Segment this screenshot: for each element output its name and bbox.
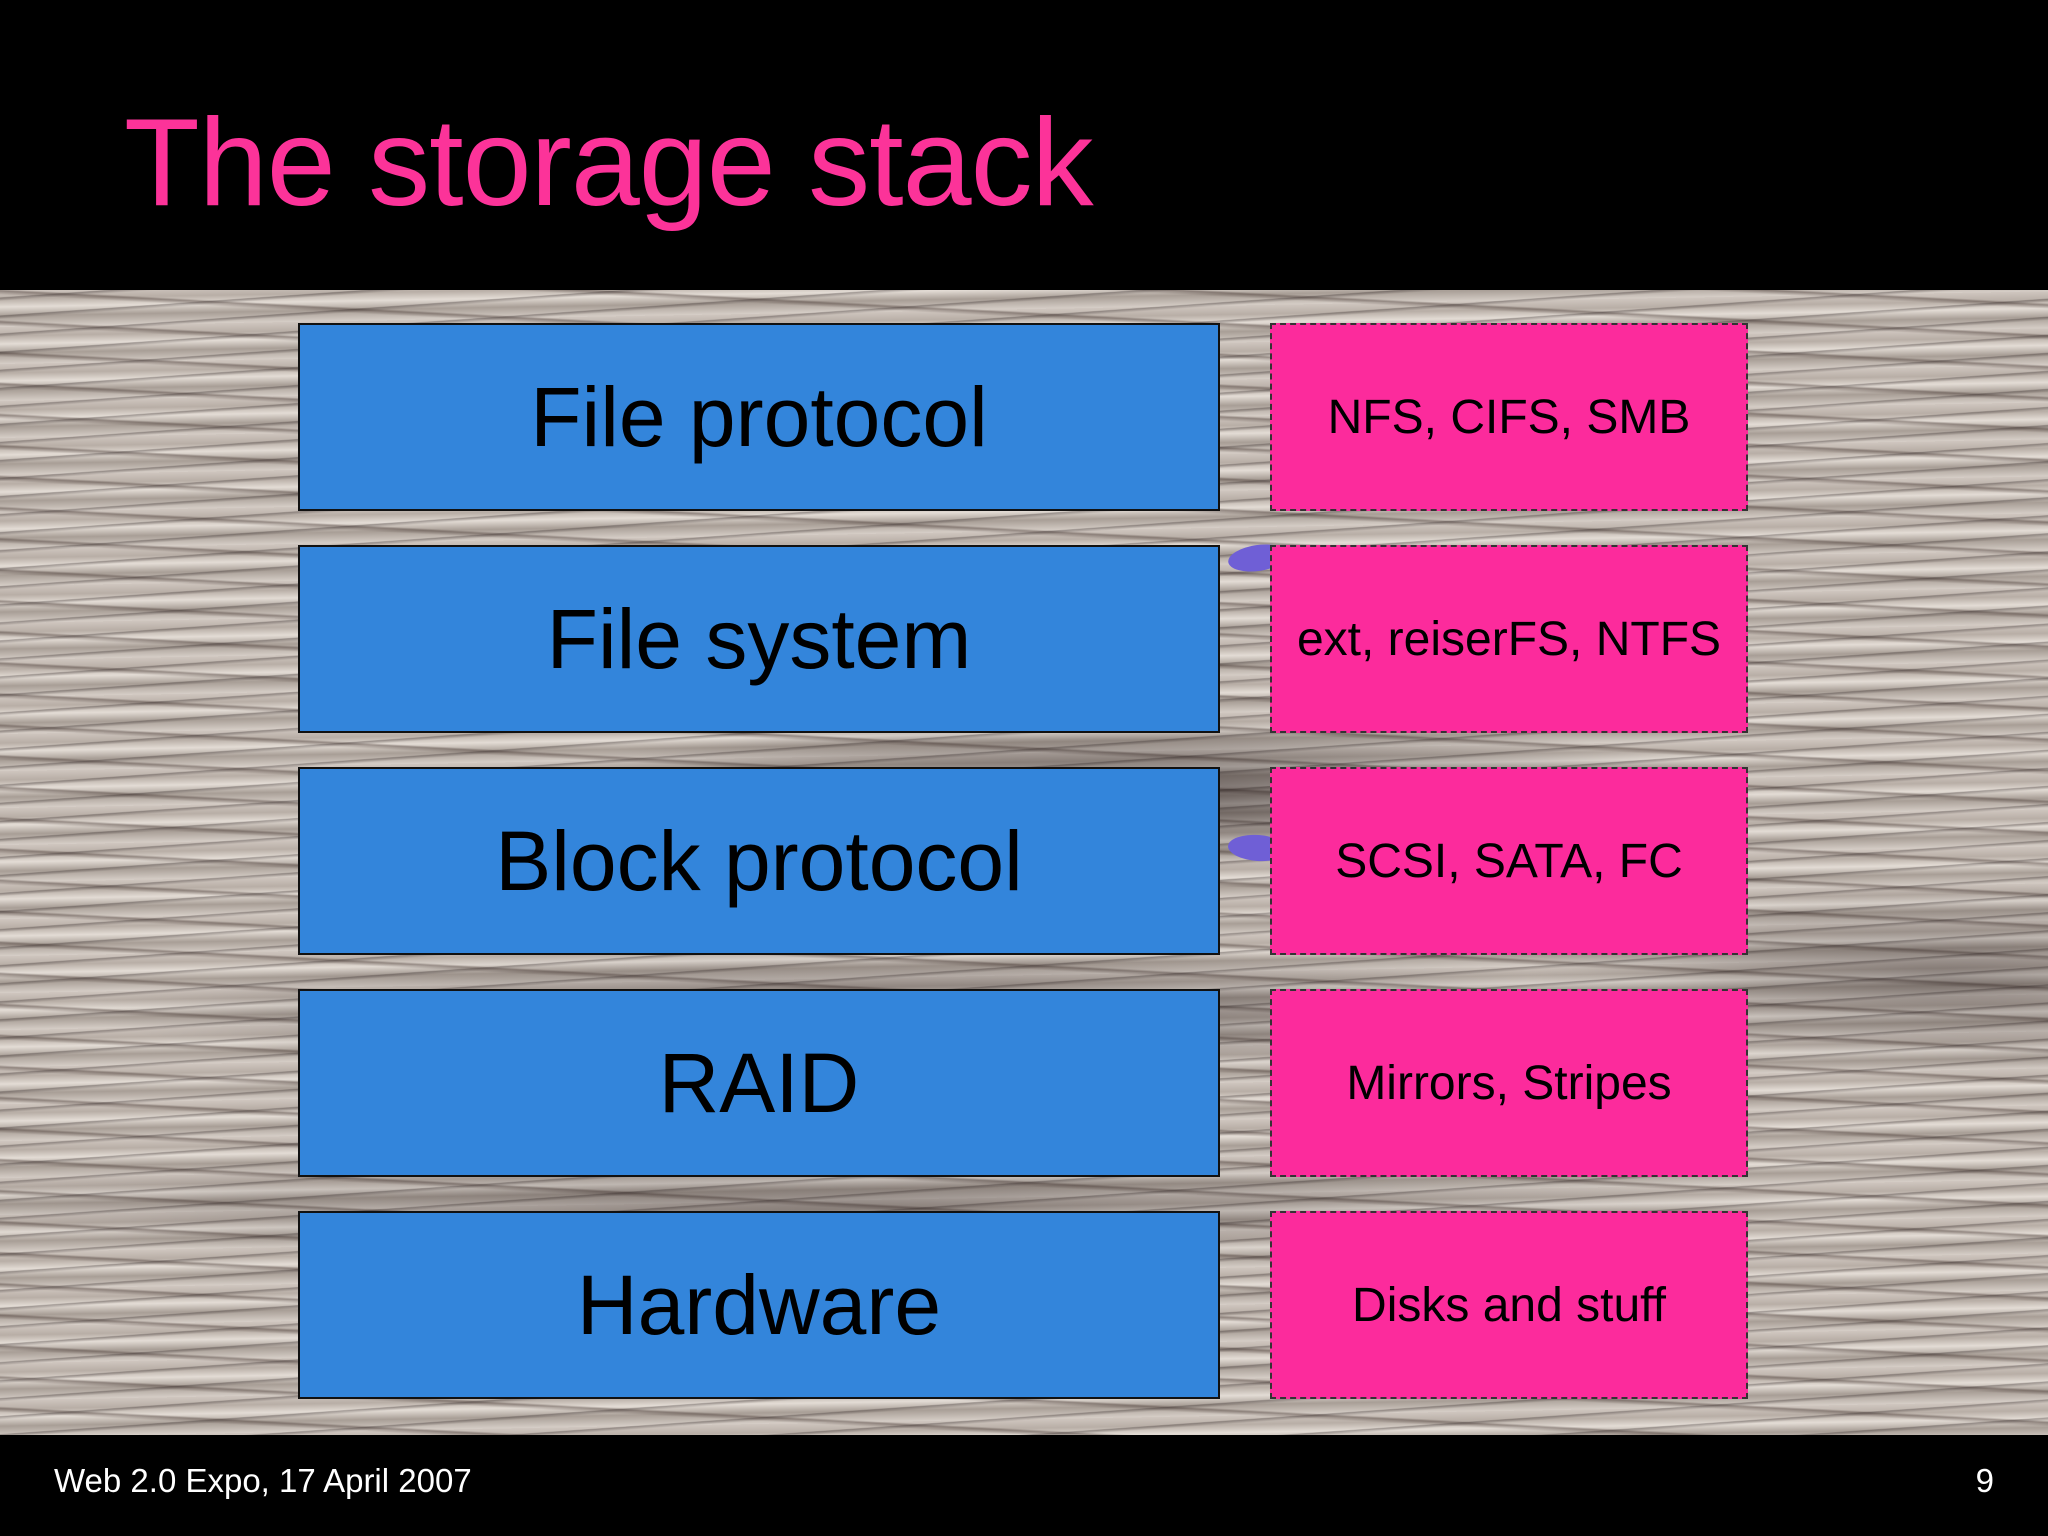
slide-title: The storage stack xyxy=(124,94,1094,232)
layer-box-file-protocol: File protocol xyxy=(298,323,1220,511)
footer-page-number: 9 xyxy=(1975,1462,1994,1499)
layer-label: RAID xyxy=(658,1035,860,1130)
example-box-raid: Mirrors, Stripes xyxy=(1270,989,1748,1177)
example-box-hardware: Disks and stuff xyxy=(1270,1211,1748,1399)
example-label: Disks and stuff xyxy=(1352,1278,1666,1332)
example-label: NFS, CIFS, SMB xyxy=(1327,390,1691,444)
example-label: SCSI, SATA, FC xyxy=(1335,834,1683,888)
layer-label: Hardware xyxy=(576,1257,942,1352)
layer-box-block-protocol: Block protocol xyxy=(298,767,1220,955)
layer-label: Block protocol xyxy=(495,813,1023,908)
layer-box-raid: RAID xyxy=(298,989,1220,1177)
layer-box-hardware: Hardware xyxy=(298,1211,1220,1399)
footer-event: Web 2.0 Expo, 17 April 2007 xyxy=(54,1462,472,1499)
layer-label: File protocol xyxy=(530,369,988,464)
example-box-block-protocol: SCSI, SATA, FC xyxy=(1270,767,1748,955)
example-box-file-system: ext, reiserFS, NTFS xyxy=(1270,545,1748,733)
layer-label: File system xyxy=(546,591,972,686)
layer-box-file-system: File system xyxy=(298,545,1220,733)
example-label: Mirrors, Stripes xyxy=(1346,1056,1672,1110)
example-label: ext, reiserFS, NTFS xyxy=(1296,612,1722,666)
example-box-file-protocol: NFS, CIFS, SMB xyxy=(1270,323,1748,511)
